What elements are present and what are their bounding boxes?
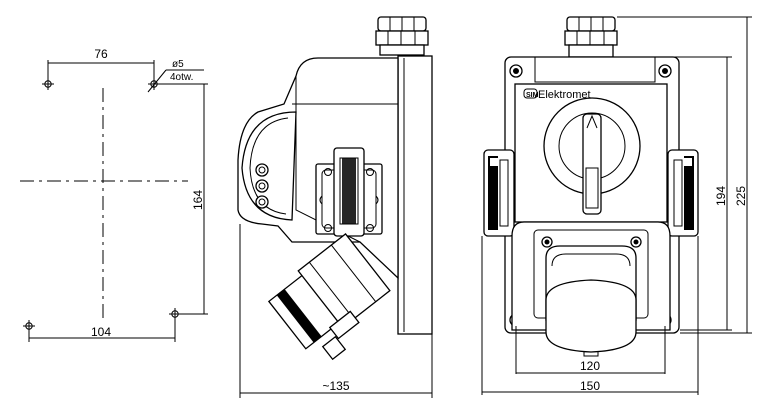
brand-logo: SIM xyxy=(523,88,539,99)
mounting-template: 76 ø5 4otw. 164 104 xyxy=(20,47,208,342)
front-screw-top-right xyxy=(658,64,672,78)
side-indicator-lamps xyxy=(255,163,269,209)
hole-count-label: 4otw. xyxy=(170,72,193,83)
side-cee-latch xyxy=(321,335,347,361)
dim-height-label: 164 xyxy=(191,190,205,210)
dim-outer-height-label: 225 xyxy=(734,186,748,206)
side-cee-socket xyxy=(267,233,391,350)
front-cee-lid[interactable] xyxy=(545,279,637,353)
dim-depth-label: ~135 xyxy=(322,379,349,393)
front-cee-socket xyxy=(541,236,642,357)
brand-name: Elektromet xyxy=(538,89,591,101)
side-back-plate xyxy=(397,55,433,335)
left-latch[interactable] xyxy=(483,149,515,237)
right-latch[interactable] xyxy=(667,149,699,237)
rotary-switch-handle[interactable] xyxy=(582,113,602,215)
dim-outer-width-label: 150 xyxy=(580,379,600,393)
rotary-switch xyxy=(543,97,641,215)
front-screw-top-left xyxy=(509,64,523,78)
svg-text:SIM: SIM xyxy=(526,92,539,99)
dim-bottom-label: 104 xyxy=(91,325,111,339)
front-cable-gland xyxy=(564,16,618,58)
side-cable-gland xyxy=(375,16,429,56)
side-view: ~135 xyxy=(237,16,433,398)
front-view: SIM Elektromet xyxy=(481,16,752,395)
dim-top-label: 76 xyxy=(94,47,108,61)
hole-callout-leader xyxy=(147,69,167,93)
dim-inner-height-label: 194 xyxy=(714,186,728,206)
side-schuko-socket xyxy=(315,147,383,237)
hole-diameter-label: ø5 xyxy=(172,59,184,70)
dim-inner-width-label: 120 xyxy=(580,359,600,373)
